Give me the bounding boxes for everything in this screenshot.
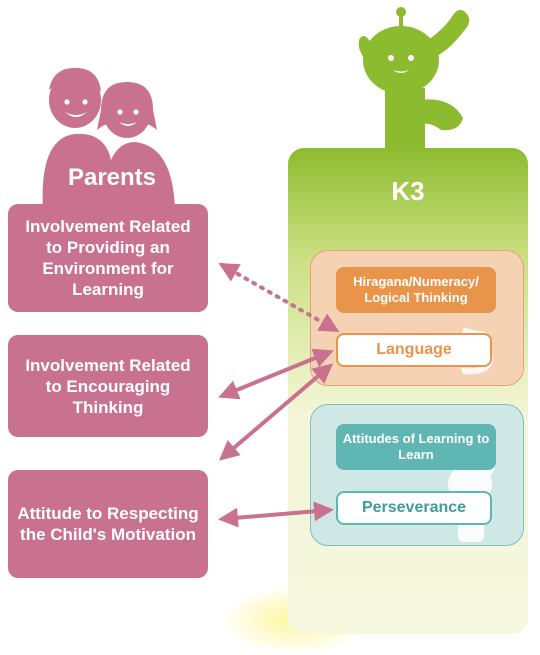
arrow-thinking-language bbox=[218, 348, 334, 400]
connector-arrows bbox=[218, 263, 340, 528]
parent-box-thinking: Involvement Related to Encouraging Think… bbox=[8, 335, 208, 437]
k3-title: K3 bbox=[391, 176, 425, 206]
perseverance-item: Perseverance bbox=[336, 491, 492, 525]
arrow-motivation-perseverance bbox=[218, 501, 334, 528]
k3-mascot-icon bbox=[358, 7, 470, 150]
arrow-environment-language bbox=[218, 263, 340, 332]
arrow-thinking-perseverance bbox=[218, 363, 334, 461]
parents-title: Parents bbox=[67, 164, 157, 191]
parent-box-environment: Involvement Related to Providing an Envi… bbox=[8, 204, 208, 312]
language-item: Language bbox=[336, 333, 492, 367]
attitudes-category: Attitudes of Learning to Learn bbox=[336, 424, 496, 470]
cognitive-category: Hiragana/Numeracy/ Logical Thinking bbox=[336, 267, 496, 313]
parents-silhouette-icon bbox=[42, 67, 175, 210]
parent-box-motivation: Attitude to Respecting the Child's Motiv… bbox=[8, 470, 208, 578]
